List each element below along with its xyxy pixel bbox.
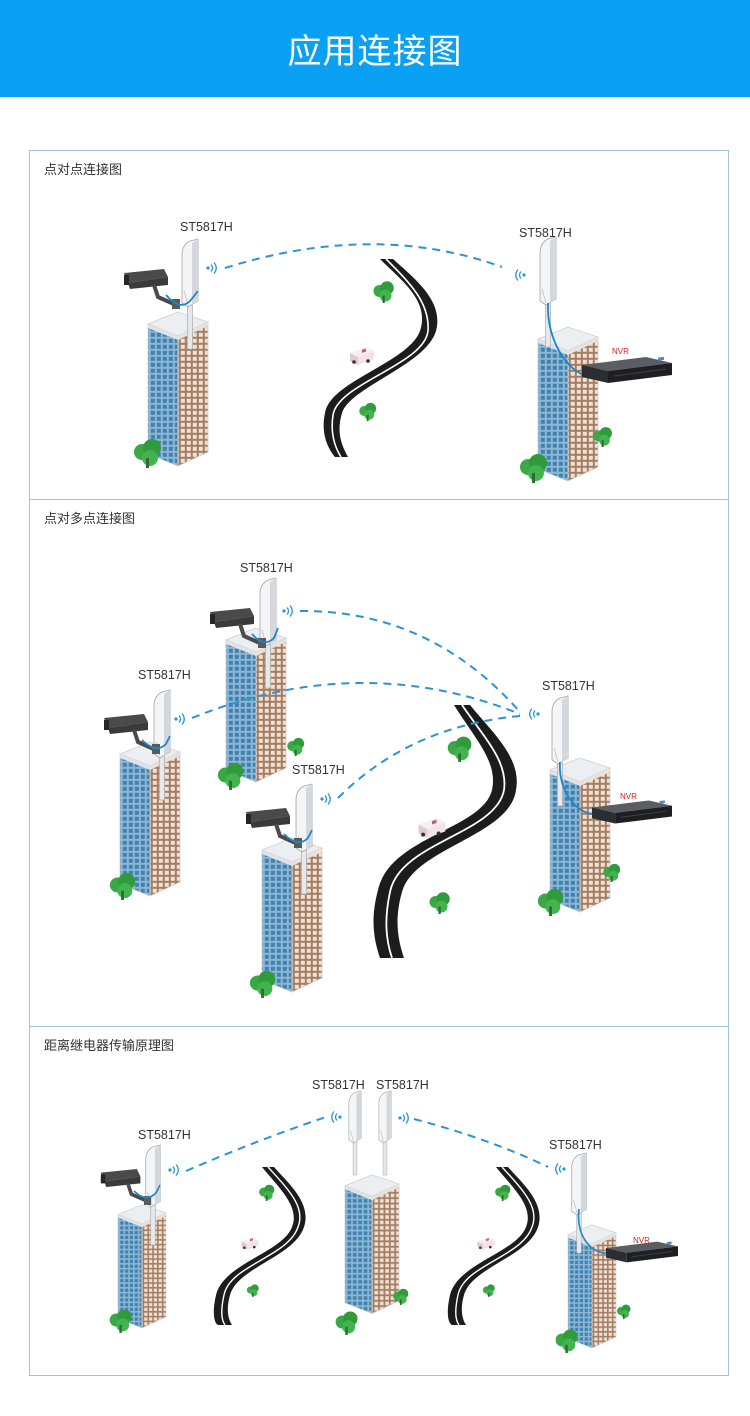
wireless-signal-icon — [397, 1111, 409, 1125]
tree-icon — [134, 439, 161, 468]
device-label: ST5817H — [312, 1078, 365, 1092]
point-to-point-panel: ST5817H NVR ST5817H 点对点连接图 — [29, 150, 729, 500]
page-header: 应用连接图 — [0, 0, 750, 97]
tree-icon — [520, 454, 547, 483]
wireless-link — [191, 681, 521, 719]
cable-line — [165, 290, 199, 306]
camera-icon — [98, 1167, 154, 1207]
building-relay — [344, 1174, 400, 1315]
wireless-links — [191, 609, 521, 799]
nvr-label: NVR — [633, 1236, 650, 1245]
tree-icon — [259, 1184, 275, 1201]
panel-caption: 距离继电器传输原理图 — [44, 1039, 175, 1054]
device-label: ST5817H — [542, 679, 595, 693]
device-label: ST5817H — [138, 1128, 191, 1142]
wireless-signal-icon — [555, 1162, 567, 1176]
device-label: ST5817H — [292, 763, 345, 777]
panel-caption: 点对多点连接图 — [44, 512, 136, 527]
tree-icon — [429, 892, 450, 914]
road-illustration — [373, 704, 517, 959]
cable-line — [283, 829, 313, 844]
relay-transmission-diagram: ST5817H ST5817H ST5817H NVR ST5817H — [98, 1078, 679, 1353]
building-right — [537, 326, 599, 482]
van-icon — [241, 1237, 259, 1250]
building-a — [225, 627, 287, 783]
wireless-signal-icon — [167, 1163, 179, 1177]
building-b — [119, 741, 181, 897]
antenna-device-relay-b — [378, 1090, 392, 1176]
device-label: ST5817H — [180, 220, 233, 234]
camera-icon — [244, 806, 304, 850]
tree-icon — [482, 1284, 495, 1297]
wireless-signal-icon — [319, 792, 331, 806]
panel-caption: 点对点连接图 — [44, 163, 123, 178]
road-illustration — [447, 1166, 540, 1326]
antenna-device-right — [539, 236, 557, 348]
tree-icon — [495, 1184, 511, 1201]
nvr-label: NVR — [620, 792, 637, 801]
wireless-signal-icon — [205, 261, 217, 275]
point-to-point-diagram: ST5817H NVR ST5817H — [122, 220, 673, 483]
wireless-signal-icon — [173, 712, 185, 726]
wireless-link — [413, 1118, 549, 1168]
wireless-link — [224, 243, 503, 269]
tree-icon — [447, 736, 472, 762]
tree-icon — [109, 1309, 132, 1333]
tree-icon — [373, 281, 394, 303]
wireless-link — [299, 609, 521, 713]
wireless-link — [185, 1116, 327, 1172]
tree-icon — [246, 1284, 259, 1297]
device-label: ST5817H — [376, 1078, 429, 1092]
device-label: ST5817H — [519, 226, 572, 240]
point-to-multipoint-diagram: ST5817H ST5817H ST5817H NVR ST5817H — [102, 561, 673, 998]
building-right — [567, 1224, 617, 1349]
cable-line — [559, 761, 599, 815]
van-icon — [350, 347, 374, 365]
device-label: ST5817H — [549, 1138, 602, 1152]
wireless-signal-icon — [331, 1110, 343, 1124]
wireless-signal-icon — [515, 268, 527, 282]
cable-line — [251, 627, 279, 644]
road-illustration — [323, 258, 438, 458]
relay-transmission-panel: ST5817H ST5817H ST5817H NVR ST5817H 距离继电… — [29, 1026, 729, 1376]
tree-icon — [335, 1311, 358, 1335]
road-illustration — [213, 1166, 306, 1326]
cable-line — [133, 1184, 161, 1199]
wireless-link — [337, 715, 521, 799]
point-to-multipoint-panel: ST5817H ST5817H ST5817H NVR ST5817H — [29, 499, 729, 1027]
wireless-signal-icon — [529, 707, 541, 721]
tree-icon — [617, 1304, 631, 1319]
page-title: 应用连接图 — [287, 32, 463, 72]
cable-line — [577, 1208, 611, 1254]
cable-line — [141, 735, 171, 750]
camera-icon — [122, 267, 182, 311]
building-c — [261, 837, 323, 993]
antenna-device-relay-a — [348, 1090, 362, 1176]
tree-icon — [359, 402, 377, 421]
tree-icon — [537, 888, 564, 916]
nvr-label: NVR — [612, 347, 629, 356]
tree-icon — [555, 1329, 578, 1353]
tree-icon — [109, 872, 136, 900]
van-icon — [477, 1237, 495, 1250]
device-label: ST5817H — [240, 561, 293, 575]
wireless-signal-icon — [281, 604, 293, 618]
tree-icon — [249, 970, 276, 998]
device-label: ST5817H — [138, 668, 191, 682]
tree-icon — [287, 737, 305, 756]
tree-icon — [217, 762, 244, 790]
camera-icon — [102, 712, 162, 756]
